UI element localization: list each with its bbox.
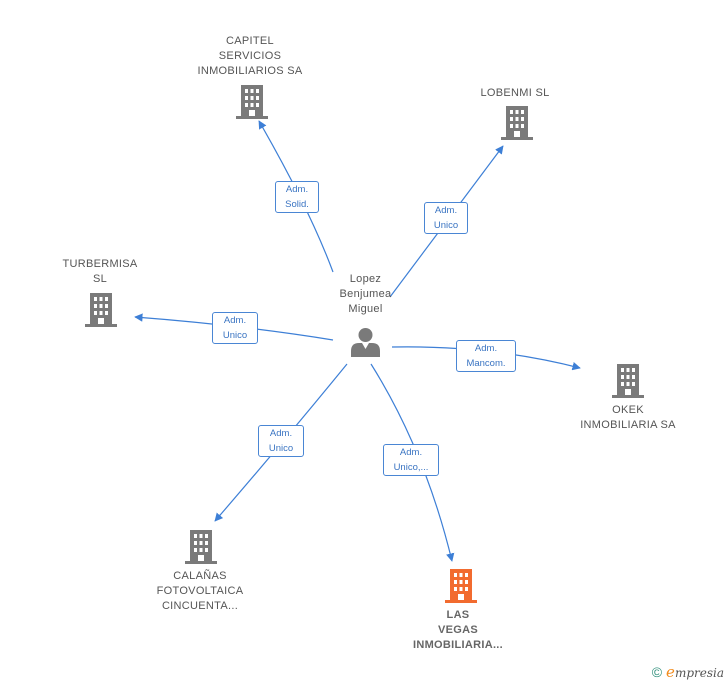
person-icon[interactable] [350, 327, 381, 357]
footer-brand: © empresia [652, 663, 724, 681]
relation-label-calanas[interactable]: Adm. Unico [258, 425, 304, 457]
building-icon[interactable] [185, 530, 217, 564]
building-icon[interactable] [236, 85, 268, 119]
building-icon[interactable] [612, 364, 644, 398]
company-label-lasvegas[interactable]: LAS VEGAS INMOBILIARIA... [412, 609, 504, 651]
company-label-okek[interactable]: OKEK INMOBILIARIA SA [580, 404, 676, 431]
person-name[interactable]: Lopez Benjumea Miguel [339, 273, 392, 315]
company-label-lobenmi[interactable]: LOBENMI SL [480, 87, 550, 99]
company-label-calanas[interactable]: CALAÑAS FOTOVOLTAICA CINCUENTA... [156, 570, 244, 612]
relation-label-capitel[interactable]: Adm. Solid. [275, 181, 319, 213]
relation-label-okek[interactable]: Adm. Mancom. [456, 340, 516, 372]
company-label-capitel[interactable]: CAPITEL SERVICIOS INMOBILIARIOS SA [197, 35, 303, 77]
brand-logo: empresia [666, 663, 724, 681]
relation-label-turbermisa[interactable]: Adm. Unico [212, 312, 258, 344]
relation-label-lobenmi[interactable]: Adm. Unico [424, 202, 468, 234]
relation-label-lasvegas[interactable]: Adm. Unico,... [383, 444, 439, 476]
building-icon[interactable] [85, 293, 117, 327]
building-icon[interactable] [501, 106, 533, 140]
building-icon-highlighted[interactable] [445, 569, 477, 603]
copyright-icon: © [651, 664, 663, 680]
company-label-turbermisa[interactable]: TURBERMISA SL [62, 258, 138, 285]
